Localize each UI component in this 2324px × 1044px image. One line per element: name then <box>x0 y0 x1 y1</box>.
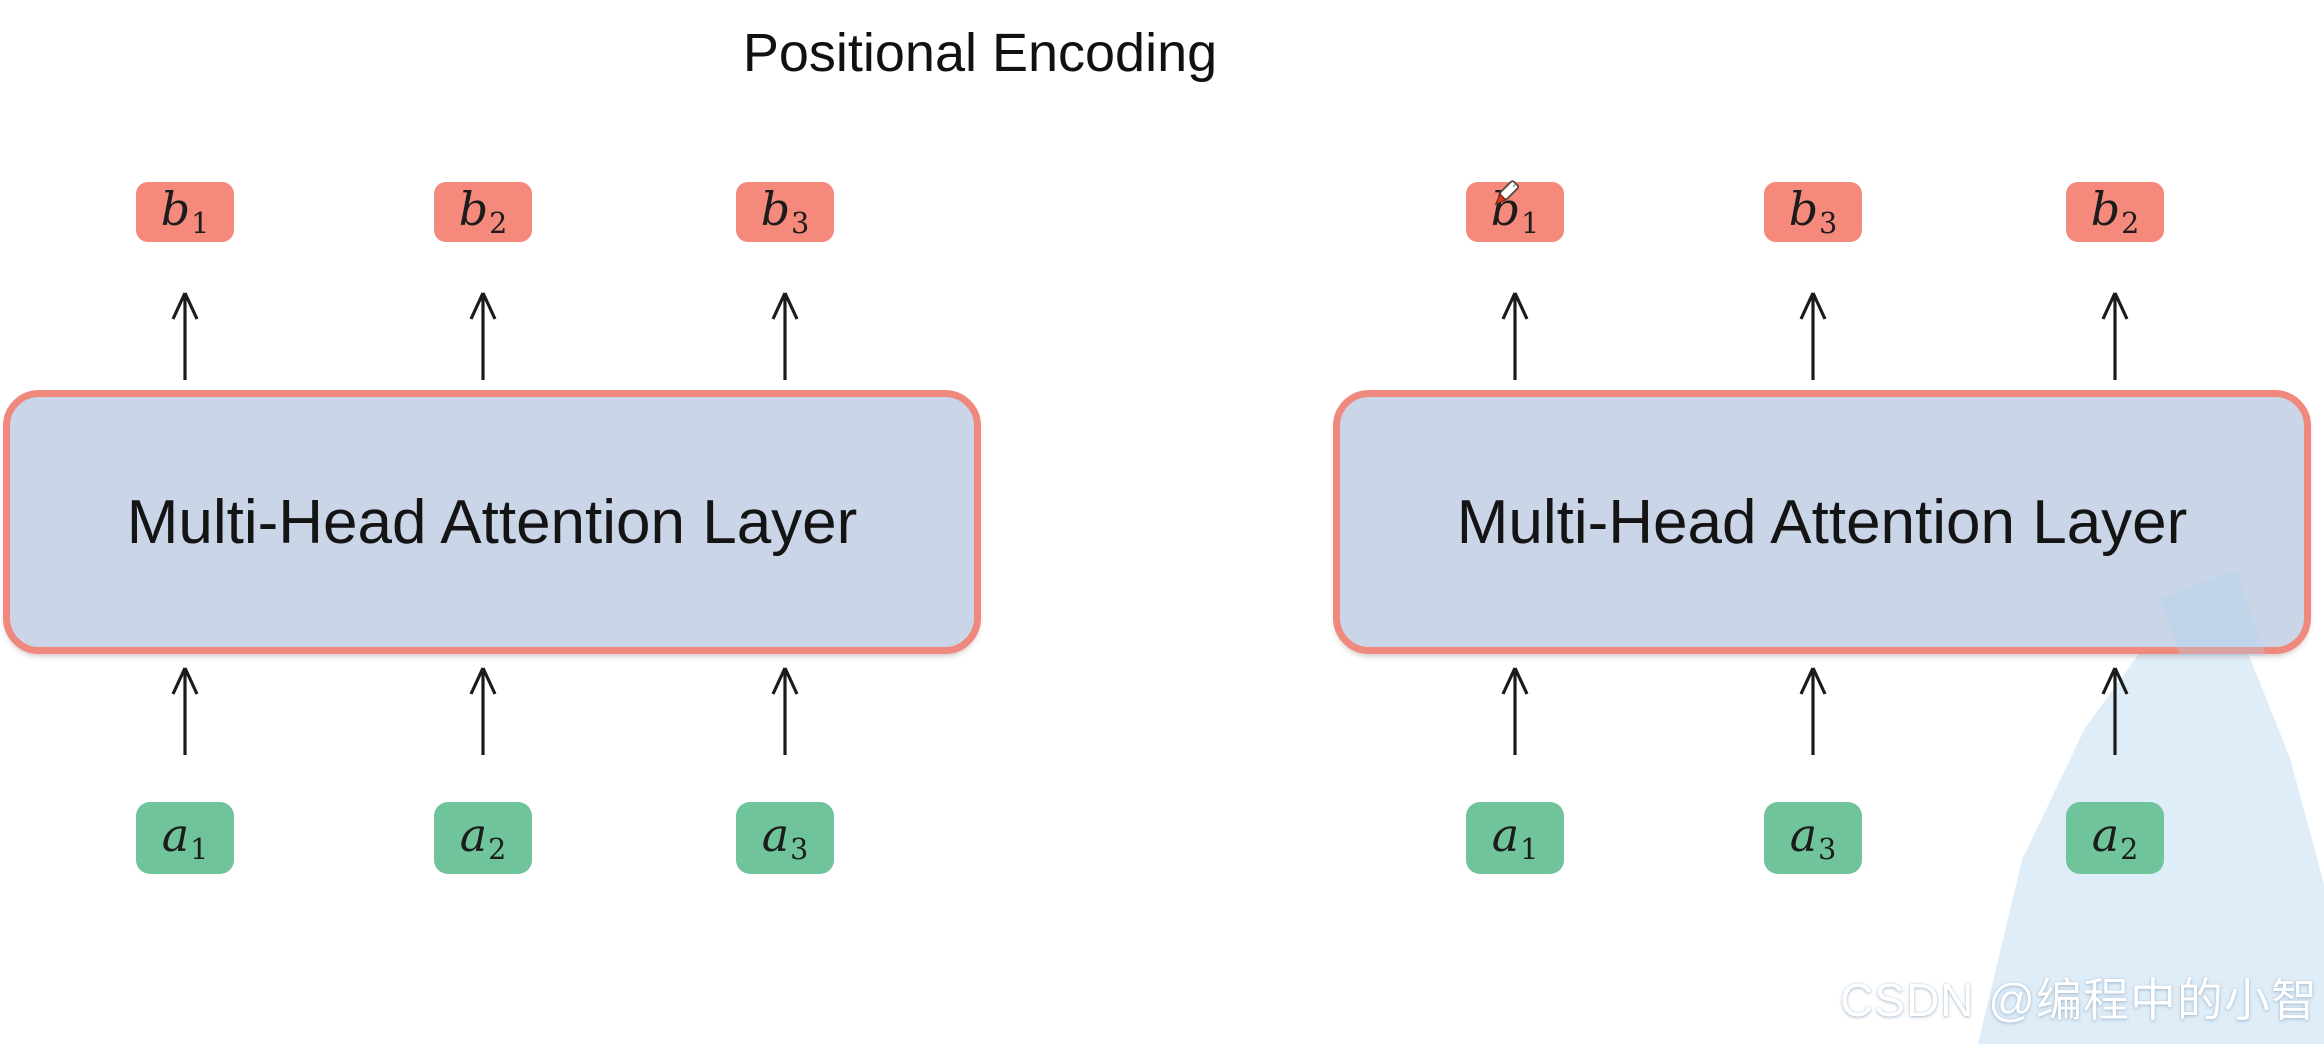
input-token-label: a1 <box>1491 807 1539 866</box>
attention-diagram-right: b1 b3 b2 Multi-Head Attention Layer <box>1331 0 2324 1044</box>
up-arrow-icon <box>169 663 201 757</box>
up-arrow-icon <box>467 288 499 382</box>
up-arrow-icon <box>769 663 801 757</box>
output-token-b1: b1 <box>136 182 234 242</box>
input-token-label: a1 <box>161 807 209 866</box>
up-arrow-icon <box>2099 663 2131 757</box>
up-arrow-icon <box>169 288 201 382</box>
layer-label: Multi-Head Attention Layer <box>1456 487 2188 557</box>
input-token-a2: a2 <box>434 802 532 874</box>
input-token-a1: a1 <box>1466 802 1564 874</box>
input-token-label: a3 <box>1789 807 1837 866</box>
attention-diagram-left: b1 b2 b3 Multi-Head Attention Layer <box>1 0 1001 1044</box>
up-arrow-icon <box>1499 288 1531 382</box>
input-token-a2: a2 <box>2066 802 2164 874</box>
output-token-label: b3 <box>760 181 810 240</box>
up-arrow-icon <box>467 663 499 757</box>
output-token-label: b1 <box>160 181 210 240</box>
up-arrow-icon <box>769 288 801 382</box>
input-token-a1: a1 <box>136 802 234 874</box>
output-token-b2: b2 <box>2066 182 2164 242</box>
layer-label: Multi-Head Attention Layer <box>126 487 858 557</box>
page-title: Positional Encoding <box>742 23 1218 83</box>
csdn-watermark: CSDN @编程中的小智 <box>1840 974 2318 1026</box>
multi-head-attention-layer-box: Multi-Head Attention Layer <box>1333 390 2311 654</box>
output-token-b2: b2 <box>434 182 532 242</box>
pen-cursor-icon <box>1494 180 1519 206</box>
input-token-label: a2 <box>459 807 507 866</box>
input-token-a3: a3 <box>736 802 834 874</box>
up-arrow-icon <box>1797 663 1829 757</box>
input-token-label: a3 <box>761 807 809 866</box>
up-arrow-icon <box>1797 288 1829 382</box>
input-token-label: a2 <box>2091 807 2139 866</box>
up-arrow-icon <box>2099 288 2131 382</box>
output-token-label: b2 <box>458 181 508 240</box>
output-token-label: b2 <box>2090 181 2140 240</box>
output-token-label: b3 <box>1788 181 1838 240</box>
multi-head-attention-layer-box: Multi-Head Attention Layer <box>3 390 981 654</box>
input-token-a3: a3 <box>1764 802 1862 874</box>
output-token-b3: b3 <box>1764 182 1862 242</box>
output-token-b3: b3 <box>736 182 834 242</box>
up-arrow-icon <box>1499 663 1531 757</box>
